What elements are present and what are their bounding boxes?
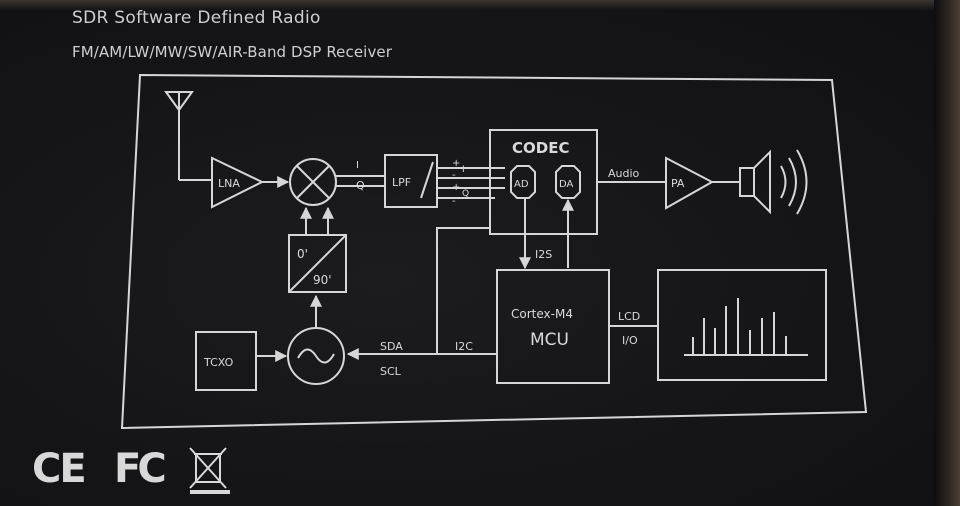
panel-top-edge [0, 0, 960, 10]
diagram-frame [120, 73, 868, 430]
i2c-label: I2C [455, 340, 473, 353]
lna-amplifier: LNA [211, 156, 265, 209]
panel-right-edge [934, 0, 960, 506]
ce-mark: CE [32, 446, 87, 492]
header-subtitle: FM/AM/LW/MW/SW/AIR-Band DSP Receiver [72, 43, 393, 61]
lpf-block: LPF [384, 154, 438, 208]
da-label: DA [559, 179, 574, 190]
mixer-icon [289, 158, 337, 206]
mcu-block: Cortex-M4 MCU [496, 269, 610, 384]
i-plus-label: + [452, 158, 460, 169]
mcu-line2-label: MCU [530, 330, 569, 350]
phase-90-label: 90' [313, 273, 332, 287]
antenna-icon [164, 91, 212, 181]
lcd-label: LCD [618, 310, 640, 323]
q-out-label: Q [462, 189, 469, 199]
io-label: I/O [622, 334, 638, 347]
sda-label: SDA [380, 340, 403, 353]
i-signal-label: I [356, 160, 359, 171]
lna-label: LNA [218, 177, 240, 190]
lpf-label: LPF [392, 176, 411, 189]
spectrum-display [657, 269, 827, 381]
oscillator-icon [287, 327, 345, 385]
header-title: SDR Software Defined Radio [72, 8, 321, 28]
tcxo-label: TCXO [203, 356, 234, 369]
q-minus-label: - [452, 196, 456, 207]
pa-amplifier: PA [665, 156, 715, 210]
audio-label: Audio [608, 167, 640, 180]
tcxo-block: TCXO [195, 331, 257, 391]
codec-label: CODEC [512, 139, 569, 157]
speaker-icon [739, 149, 808, 215]
i2s-label: I2S [535, 248, 552, 261]
phase-shifter-block: 0' 90' [288, 234, 347, 293]
ad-label: AD [514, 179, 529, 190]
phase-0-label: 0' [297, 247, 308, 261]
i-out-label: I [462, 165, 465, 175]
scl-label: SCL [380, 365, 402, 378]
weee-bin-icon [189, 447, 230, 494]
fcc-mark: FC [114, 446, 167, 492]
codec-block: CODEC AD DA [489, 129, 598, 235]
i-minus-label: - [452, 170, 456, 181]
q-signal-label: Q [356, 179, 365, 192]
mcu-line1-label: Cortex-M4 [511, 307, 573, 321]
q-plus-label: + [452, 182, 460, 193]
pa-label: PA [671, 177, 685, 190]
